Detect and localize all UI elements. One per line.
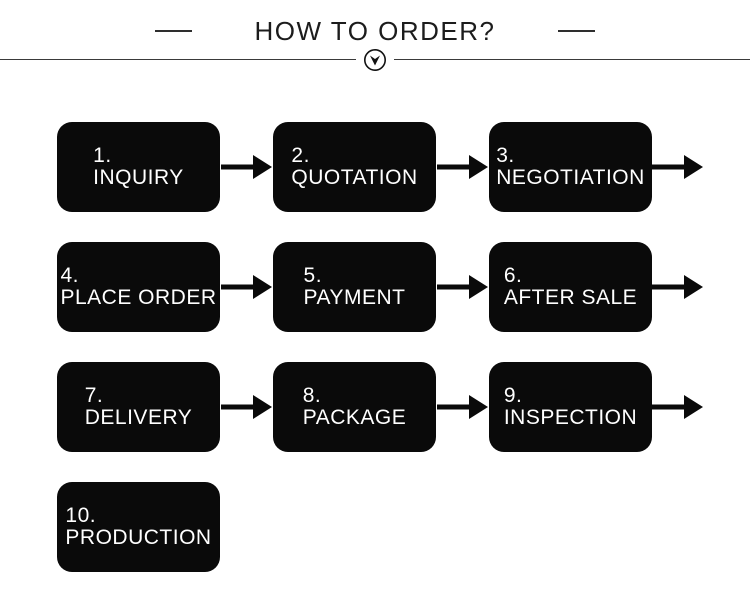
step-box-5: 5. PAYMENT [273,242,436,332]
step-label: NEGOTIATION [496,166,645,189]
arrow-right-icon [652,393,704,421]
step-box-2: 2. QUOTATION [273,122,436,212]
step-box-6: 6. AFTER SALE [489,242,652,332]
step-label: PLACE ORDER [60,286,217,309]
arrow-right-icon [652,153,704,181]
step-number: 3. [496,144,515,167]
step-box-1: 1. INQUIRY [57,122,220,212]
arrow-right-icon [220,273,273,301]
step-text: 2. QUOTATION [291,145,417,189]
arrow-right-icon [436,273,489,301]
arrow-right-icon [220,393,273,421]
step-number: 4. [60,264,79,287]
step-box-7: 7. DELIVERY [57,362,220,452]
step-label: AFTER SALE [503,286,638,309]
step-box-10: 10. PRODUCTION [57,482,220,572]
step-label: INSPECTION [503,406,638,429]
flow-row-2: 4. PLACE ORDER 5. PAYMENT 6. AFTER SALE [57,242,750,332]
step-text: 10. PRODUCTION [65,505,211,549]
step-number: 8. [302,384,322,407]
step-text: 3. NEGOTIATION [496,145,645,189]
step-number: 6. [503,264,523,287]
arrow-right-icon [652,273,704,301]
step-label: INQUIRY [93,166,184,189]
step-text: 5. PAYMENT [304,265,406,309]
step-number: 1. [93,144,112,167]
step-text: 4. PLACE ORDER [60,265,216,309]
step-number: 10. [65,504,97,527]
flow-row-1: 1. INQUIRY 2. QUOTATION 3. NEGOTIATION [57,122,750,212]
arrow-right-icon [220,153,273,181]
step-text: 8. PACKAGE [303,385,406,429]
step-number: 9. [503,384,523,407]
decorative-dash-left [155,30,193,32]
step-text: 6. AFTER SALE [504,265,637,309]
arrow-right-icon [436,153,489,181]
header: HOW TO ORDER? [0,0,750,48]
step-box-9: 9. INSPECTION [489,362,652,452]
step-box-8: 8. PACKAGE [273,362,436,452]
step-box-4: 4. PLACE ORDER [57,242,220,332]
flow-row-3: 7. DELIVERY 8. PACKAGE 9. INSPECTION [57,362,750,452]
page-title: HOW TO ORDER? [254,15,496,46]
step-box-3: 3. NEGOTIATION [489,122,652,212]
step-text: 7. DELIVERY [85,385,193,429]
step-label: PACKAGE [302,406,407,429]
step-label: PRODUCTION [65,526,212,549]
flow-grid: 1. INQUIRY 2. QUOTATION 3. NEGOTIATION [0,60,750,572]
step-number: 7. [84,384,104,407]
section-divider [0,48,750,72]
step-number: 5. [303,264,323,287]
step-label: QUOTATION [291,166,418,189]
arrow-right-icon [436,393,489,421]
step-label: DELIVERY [84,406,193,429]
step-text: 1. INQUIRY [93,145,184,189]
decorative-dash-right [557,30,595,32]
step-number: 2. [291,144,310,167]
step-label: PAYMENT [303,286,406,309]
step-text: 9. INSPECTION [504,385,637,429]
flow-row-4: 10. PRODUCTION [57,482,750,572]
chevron-down-circle-icon [356,48,394,72]
